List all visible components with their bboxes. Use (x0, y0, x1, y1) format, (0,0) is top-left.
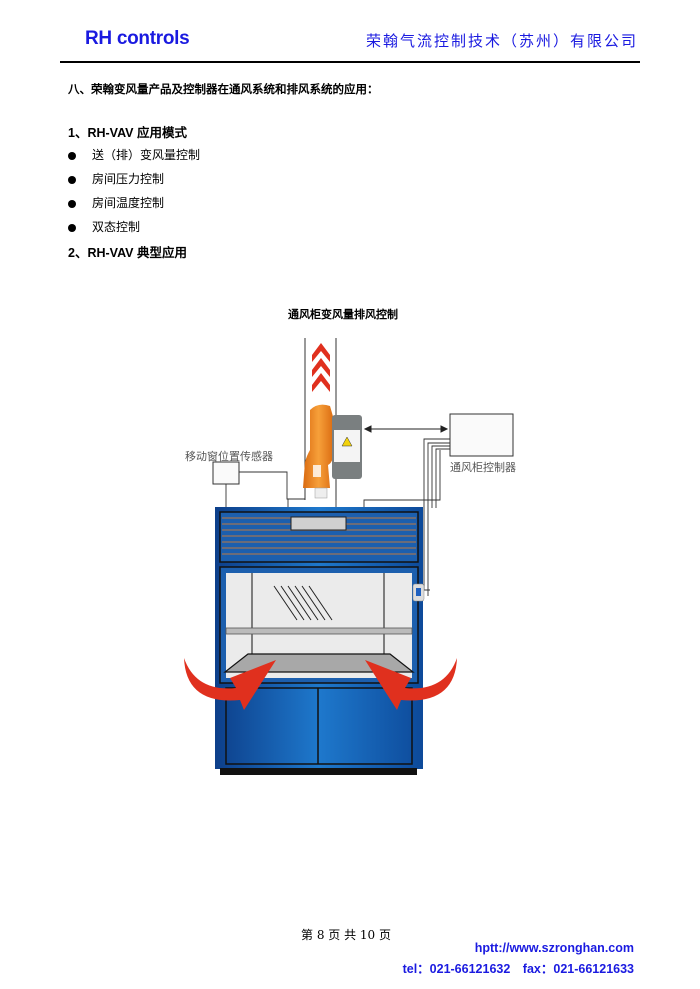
bullet-icon (68, 151, 76, 160)
header-divider (60, 61, 640, 63)
page-number: 第 8 页 共 10 页 (301, 928, 391, 942)
sash-bar (225, 627, 413, 635)
company-name: 荣翰气流控制技术（苏州）有限公司 (365, 32, 638, 50)
subsection-title-1: 1、RH-VAV 应用模式 (68, 126, 187, 140)
contact-info: tel：021-66121632 fax：021-66121633 (402, 962, 634, 976)
section-title: 八、荣翰变风量产品及控制器在通风系统和排风系统的应用： (68, 82, 379, 96)
sensor-label: 移动窗位置传感器 (185, 450, 273, 463)
bullet-icon (68, 223, 76, 232)
logo: RH controls (85, 28, 190, 49)
list-item: 房间温度控制 (68, 194, 164, 211)
inflow-arrows-icon (184, 658, 457, 710)
list-item: 送（排）变风量控制 (68, 146, 200, 163)
list-item-text: 房间压力控制 (92, 172, 165, 186)
bullet-icon (68, 175, 76, 184)
bidirectional-arrow-icon (363, 425, 449, 433)
diagram-title: 通风柜变风量排风控制 (288, 309, 398, 321)
website-link[interactable]: hptt://www.szronghan.com (474, 941, 634, 955)
fume-hood-cabinet (215, 507, 425, 775)
list-item-text: 双态控制 (92, 220, 141, 234)
vav-damper (303, 404, 334, 499)
controller-label: 通风柜控制器 (450, 461, 516, 474)
damper-actuator (332, 415, 362, 479)
list-item-text: 送（排）变风量控制 (92, 148, 201, 162)
list-item-text: 房间温度控制 (92, 196, 165, 210)
sash-position-sensor (212, 461, 240, 485)
airflow-up-arrows-icon (312, 343, 330, 392)
hood-controller-box (449, 413, 514, 457)
warning-icon (341, 436, 353, 447)
list-item: 房间压力控制 (68, 170, 164, 187)
list-item: 双态控制 (68, 218, 140, 235)
subsection-title-2: 2、RH-VAV 典型应用 (68, 246, 187, 260)
bullet-icon (68, 199, 76, 208)
